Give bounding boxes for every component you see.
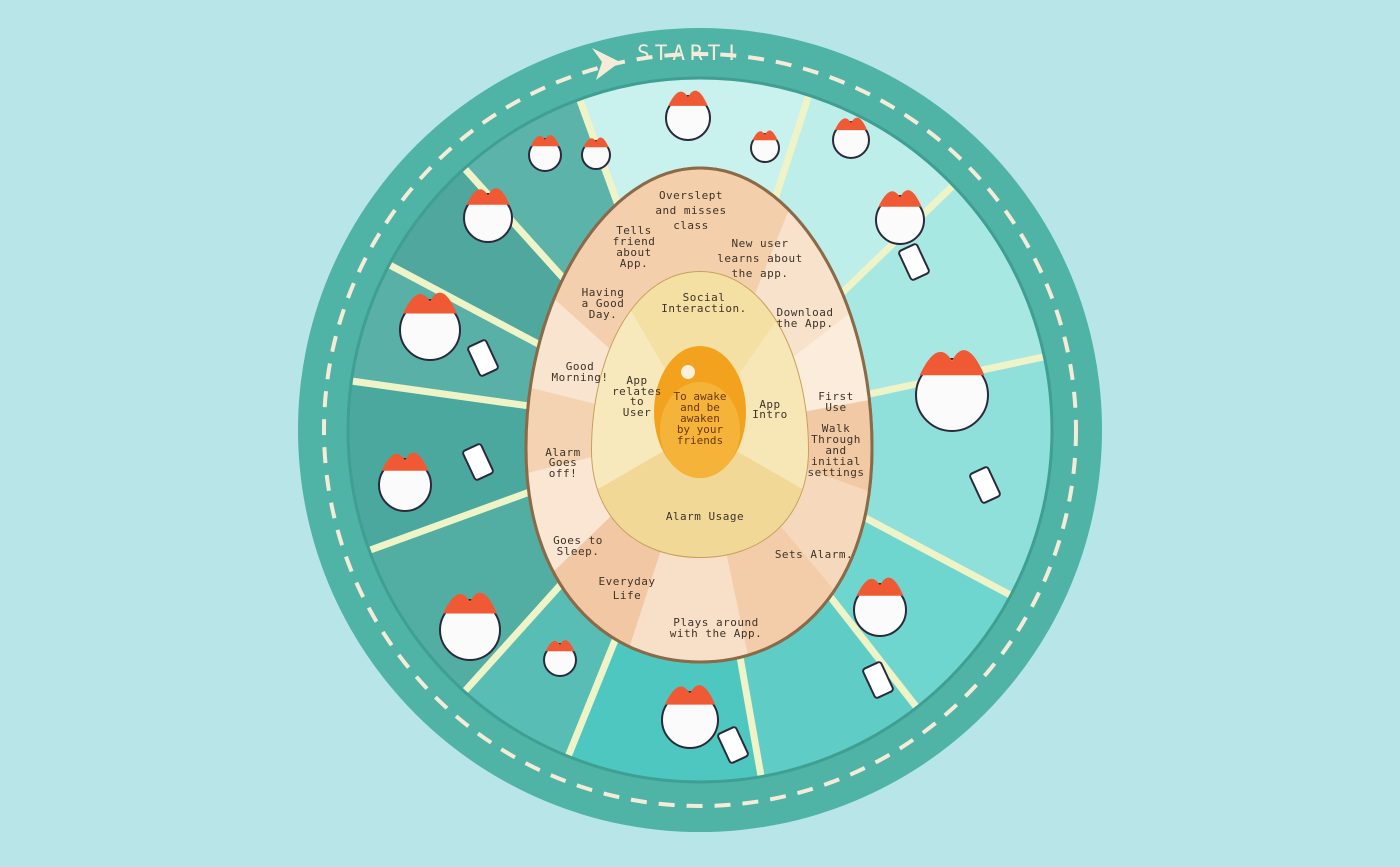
phone-icon-2 [467, 339, 499, 377]
phone-icon-0 [969, 466, 1001, 504]
label-sets-alarm: Sets Alarm. [775, 548, 853, 561]
character-hair-9 [403, 292, 457, 314]
egg-segment-2 [700, 171, 872, 430]
egg-segment-8 [526, 430, 700, 662]
character-head-1 [832, 121, 870, 159]
character-hair-12 [752, 130, 778, 141]
character-head-4 [853, 583, 907, 637]
character-head-13 [581, 140, 611, 170]
label-alarm-usage: Alarm Usage [666, 510, 744, 523]
start-arrow-icon [592, 48, 620, 80]
character-head-3 [915, 358, 989, 432]
character-hair-2 [878, 190, 922, 207]
character-head-6 [543, 643, 577, 677]
character-hair-10 [466, 188, 510, 205]
phone-icon-4 [717, 726, 749, 764]
character-hair-0 [668, 90, 708, 106]
character-hair-11 [530, 135, 560, 147]
character-hair-8 [381, 452, 429, 471]
character-head-5 [661, 691, 719, 749]
character-hair-13 [583, 137, 609, 148]
mid-egg-segment-0 [592, 272, 808, 430]
character-head-9 [399, 299, 461, 361]
yolk-glow [660, 382, 740, 478]
start-label: START! [637, 41, 743, 65]
egg-segment-10 [526, 168, 700, 430]
egg-segment-0 [570, 168, 858, 430]
inner-disc-edge [346, 76, 1054, 784]
character-hair-6 [545, 640, 575, 652]
character-head-11 [528, 138, 562, 172]
egg-segment-4 [700, 430, 872, 662]
character-illustrations [378, 90, 1001, 764]
character-hair-7 [443, 592, 497, 614]
character-hair-1 [834, 117, 868, 131]
character-hair-5 [664, 685, 716, 705]
character-head-12 [750, 133, 780, 163]
outer-egg-edge [524, 166, 874, 664]
character-head-10 [463, 193, 513, 243]
yolk-highlight [681, 365, 695, 379]
phone-icon-1 [898, 243, 930, 281]
character-hair-3 [919, 350, 985, 376]
character-head-0 [665, 95, 711, 141]
character-head-2 [875, 195, 925, 245]
character-hair-4 [856, 577, 904, 596]
middle-egg-segments [592, 272, 808, 557]
egg-segment-6 [570, 430, 788, 662]
character-head-8 [378, 458, 432, 512]
phone-icon-5 [862, 661, 894, 699]
character-head-7 [439, 599, 501, 661]
phone-icon-3 [462, 443, 494, 481]
dashed-path-ring [322, 52, 1078, 808]
